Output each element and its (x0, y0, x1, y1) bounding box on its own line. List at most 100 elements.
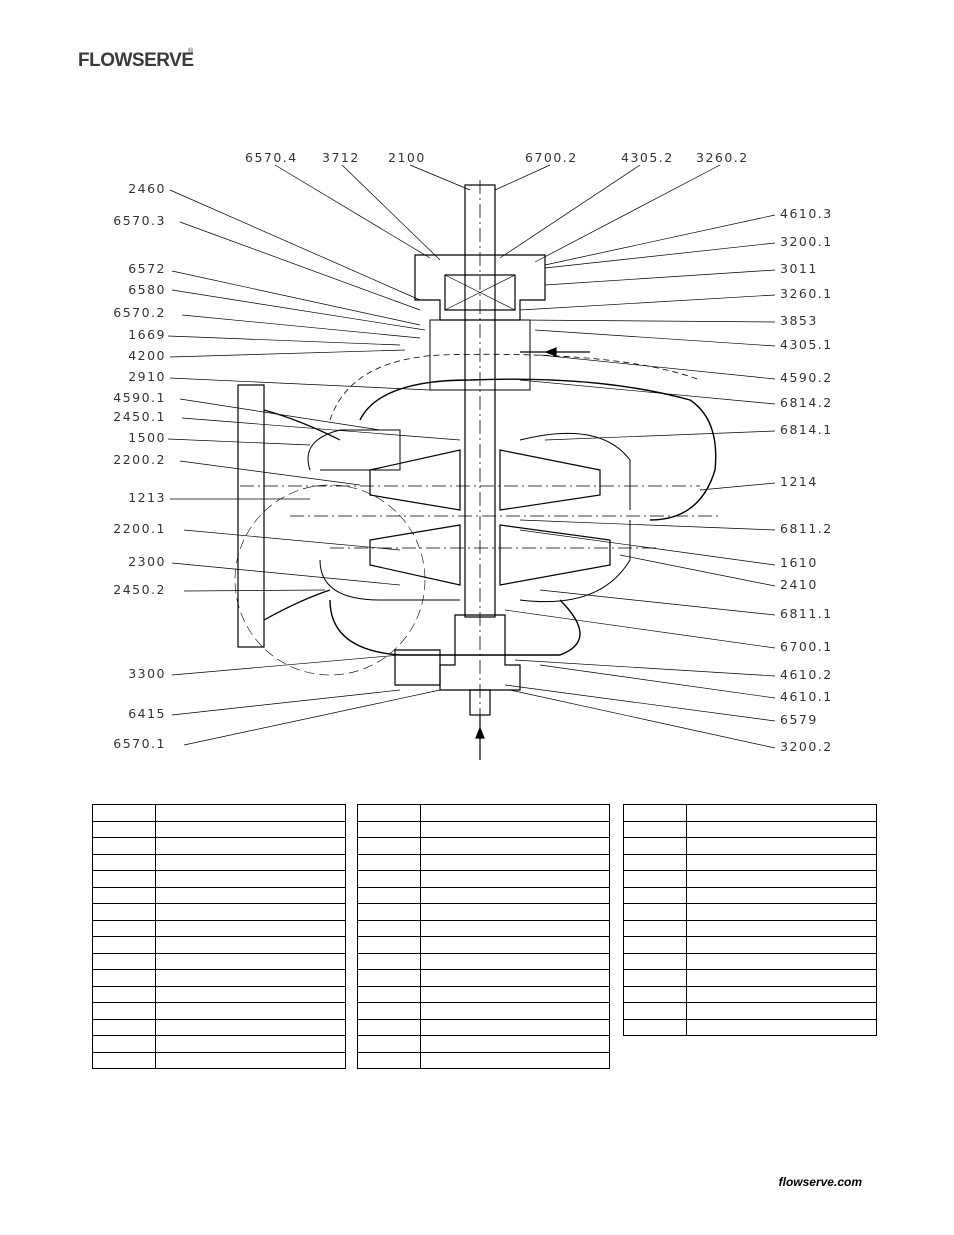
part-number-cell (623, 1018, 687, 1036)
part-label: 1610 (780, 555, 818, 570)
table-row (92, 919, 346, 937)
part-label: 6570.3 (113, 213, 166, 228)
description-cell (686, 870, 877, 888)
description-cell (155, 936, 346, 954)
table-row (357, 952, 610, 970)
part-number-cell (357, 886, 421, 904)
part-number-cell (357, 820, 421, 838)
part-number-cell (623, 985, 687, 1003)
table-row (92, 886, 346, 904)
table-row (623, 886, 877, 904)
part-label: 3200.1 (780, 234, 833, 249)
table-row (92, 870, 346, 888)
part-label: 4305.1 (780, 337, 833, 352)
part-label: 6811.2 (780, 521, 833, 536)
table-row (623, 1018, 877, 1036)
table-row (623, 804, 877, 822)
table-row (92, 837, 346, 855)
part-number-cell (92, 1035, 156, 1053)
description-cell (686, 919, 877, 937)
table-row (623, 952, 877, 970)
part-label: 6580 (128, 282, 166, 297)
description-cell (686, 936, 877, 954)
impeller-upper-right (499, 449, 601, 511)
part-number-cell (623, 903, 687, 921)
part-number-cell (623, 820, 687, 838)
part-label: 4610.1 (780, 689, 833, 704)
description-cell (155, 952, 346, 970)
parts-list-table-3 (623, 804, 877, 1036)
description-cell (420, 1035, 610, 1053)
description-cell (686, 985, 877, 1003)
description-cell (155, 969, 346, 987)
description-cell (686, 886, 877, 904)
part-number-cell (623, 837, 687, 855)
part-label: 1669 (128, 327, 166, 342)
description-cell (420, 886, 610, 904)
part-number-cell (623, 969, 687, 987)
table-row (623, 820, 877, 838)
part-number-cell (92, 1051, 156, 1069)
part-number-cell (357, 853, 421, 871)
part-number-cell (92, 919, 156, 937)
table-row (92, 853, 346, 871)
part-number-cell (92, 1018, 156, 1036)
part-number-cell (357, 870, 421, 888)
part-number-cell (357, 837, 421, 855)
footer-url[interactable]: flowserve.com (778, 1175, 862, 1189)
description-cell (155, 837, 346, 855)
part-number-cell (623, 886, 687, 904)
part-number-cell (92, 1002, 156, 1020)
part-label: 2300 (128, 554, 166, 569)
table-row (623, 903, 877, 921)
part-number-cell (92, 903, 156, 921)
description-cell (420, 919, 610, 937)
part-label: 4610.3 (780, 206, 833, 221)
table-row (357, 936, 610, 954)
flowserve-logo: FLOWSERVE ® (78, 44, 202, 84)
description-cell (420, 903, 610, 921)
table-row (92, 936, 346, 954)
table-row (92, 969, 346, 987)
inlet-arrow (475, 726, 485, 739)
lower-bearing-housing (439, 614, 521, 691)
part-number-cell (357, 985, 421, 1003)
part-label: 2100 (388, 150, 426, 165)
description-cell (155, 804, 346, 822)
table-row (357, 1035, 610, 1053)
table-row (623, 870, 877, 888)
description-cell (686, 1002, 877, 1020)
description-cell (155, 870, 346, 888)
part-number-cell (92, 804, 156, 822)
description-cell (686, 837, 877, 855)
table-row (92, 903, 346, 921)
part-number-cell (92, 820, 156, 838)
part-number-cell (623, 919, 687, 937)
impeller-upper-left (369, 449, 461, 511)
description-cell (420, 969, 610, 987)
description-cell (686, 952, 877, 970)
description-cell (420, 1002, 610, 1020)
part-number-cell (92, 837, 156, 855)
table-row (357, 1051, 610, 1069)
description-cell (686, 1018, 877, 1036)
part-number-cell (623, 1002, 687, 1020)
part-number-cell (357, 804, 421, 822)
description-cell (420, 853, 610, 871)
part-number-cell (623, 936, 687, 954)
table-row (357, 804, 610, 822)
part-label: 2450.2 (113, 582, 166, 597)
part-number-cell (357, 969, 421, 987)
part-label: 2200.1 (113, 521, 166, 536)
part-label: 6700.2 (525, 150, 578, 165)
part-label: 3260.2 (696, 150, 749, 165)
part-label: 6811.1 (780, 606, 833, 621)
table-row (92, 985, 346, 1003)
description-cell (420, 837, 610, 855)
description-cell (155, 985, 346, 1003)
part-number-cell (92, 969, 156, 987)
upper-volute (359, 378, 717, 521)
description-cell (686, 903, 877, 921)
description-cell (420, 1051, 610, 1069)
